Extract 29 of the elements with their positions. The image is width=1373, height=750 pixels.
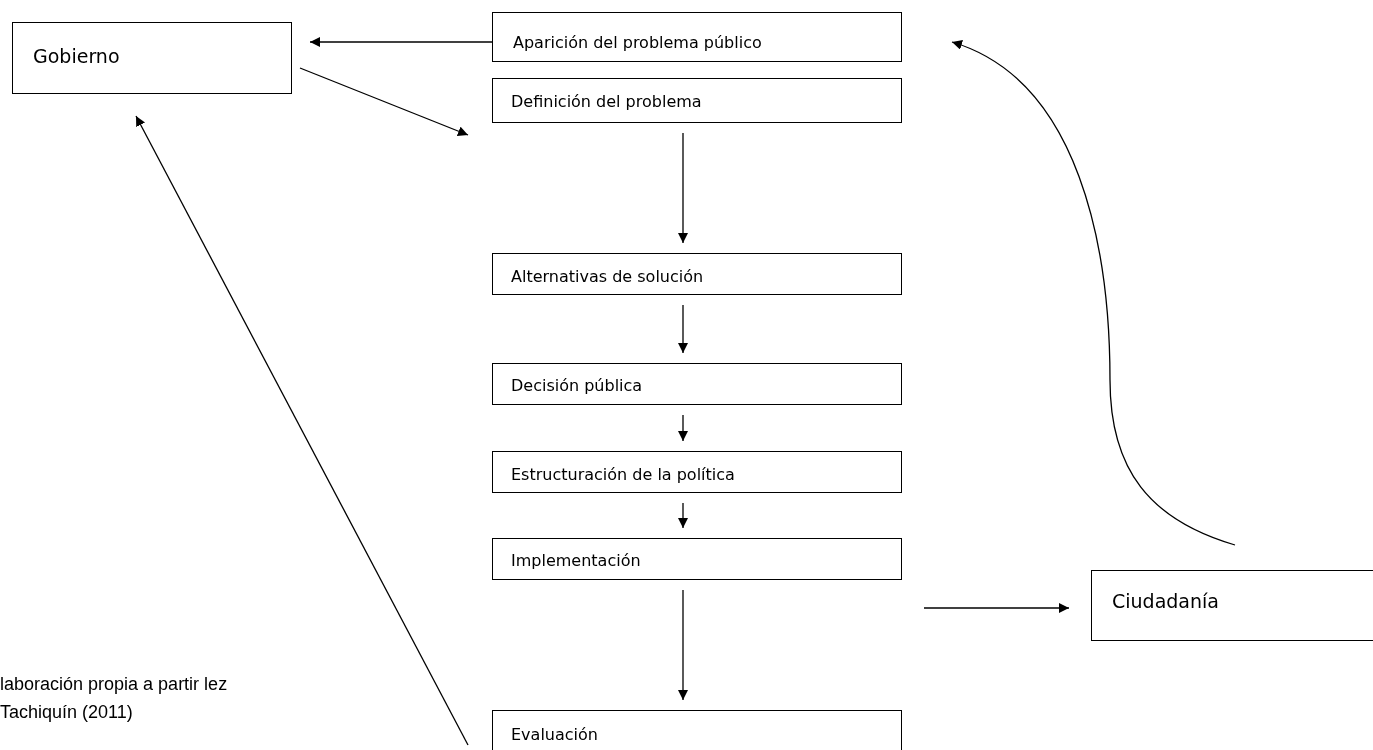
box-label: Evaluación	[511, 725, 598, 744]
process-box	[492, 363, 902, 405]
arrow	[951, 41, 1236, 546]
arrow	[678, 132, 688, 244]
box-label: Implementación	[511, 551, 641, 570]
box-label: Gobierno	[33, 45, 120, 67]
arrow	[299, 67, 469, 136]
source-note: laboración propia a partir lez Tachiquín (2011)	[0, 673, 229, 724]
box-label: Decisión pública	[511, 376, 643, 395]
arrow	[678, 414, 688, 442]
box-label: Ciudadanía	[1112, 590, 1219, 612]
process-box	[492, 12, 902, 62]
process-box	[12, 22, 292, 94]
arrow	[923, 603, 1070, 613]
process-box	[492, 710, 902, 750]
arrow	[135, 115, 469, 746]
process-box	[492, 538, 902, 580]
box-label: Alternativas de solución	[511, 267, 704, 286]
box-label: Definición del problema	[511, 92, 702, 111]
process-box	[1091, 570, 1373, 641]
process-box	[492, 253, 902, 295]
box-label: Aparición del problema público	[513, 33, 762, 52]
arrow	[309, 37, 493, 47]
box-label: Estructuración de la política	[511, 465, 735, 484]
arrow	[678, 589, 688, 701]
arrow	[678, 502, 688, 529]
process-box	[492, 451, 902, 493]
process-box	[492, 78, 902, 123]
arrow	[678, 304, 688, 354]
